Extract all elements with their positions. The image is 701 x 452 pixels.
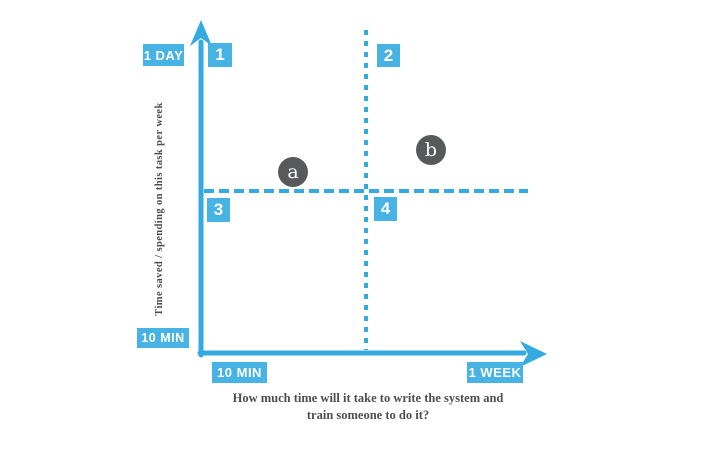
caption-line-2: train someone to do it? [306, 407, 430, 422]
y-axis-min-tick: 10 MIN [137, 328, 189, 348]
quadrant-4-badge: 4 [374, 197, 397, 221]
y-axis-label: Time saved / spending on this task per w… [154, 102, 165, 316]
point-a-marker: a [278, 157, 308, 187]
x-axis-max-tick: 1 WEEK [467, 362, 523, 383]
x-axis-caption: How much time will it take to write the … [178, 390, 558, 424]
y-axis-arrow-icon [190, 20, 212, 46]
quadrant-2-badge: 2 [377, 44, 400, 67]
caption-line-1: How much time will it take to write the … [232, 391, 504, 405]
x-axis-min-tick: 10 MIN [212, 362, 267, 383]
y-axis-max-tick: 1 DAY [143, 44, 184, 66]
quadrant-3-badge: 3 [207, 198, 230, 222]
x-axis-arrow-icon [520, 341, 547, 367]
quadrant-1-badge: 1 [208, 43, 232, 67]
point-b-marker: b [416, 135, 446, 165]
